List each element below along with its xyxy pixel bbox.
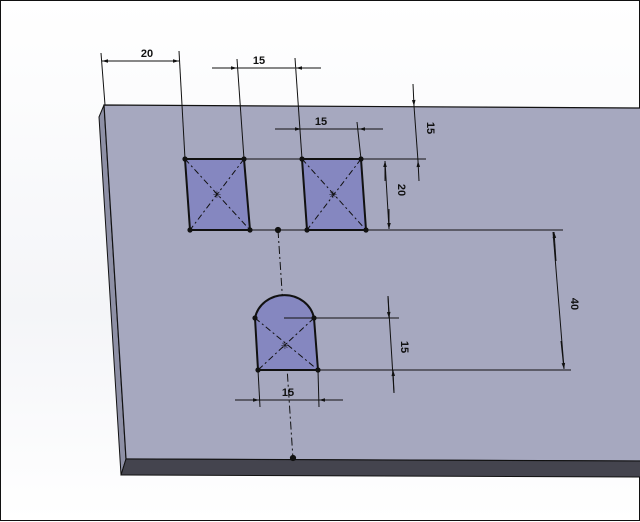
svg-text:15: 15 (424, 122, 436, 134)
svg-text:15: 15 (253, 55, 265, 67)
plate (98, 104, 640, 478)
dimension-vertical-spacing[interactable]: 40 (552, 231, 580, 370)
slot-cutout[interactable]: ✳ (252, 294, 571, 373)
dimension-slot-height[interactable]: 15 (386, 295, 410, 394)
svg-text:15: 15 (315, 116, 327, 128)
svg-text:20: 20 (141, 48, 153, 60)
dimension-slot-width[interactable]: 15 (235, 369, 343, 408)
svg-text:20: 20 (395, 184, 407, 196)
dimension-square-width[interactable]: 15 (275, 116, 383, 160)
square-cutout-right[interactable]: ✳ (299, 156, 369, 233)
svg-text:40: 40 (568, 298, 580, 310)
center-mark-icon: ✳ (329, 190, 337, 201)
square-cutout-left[interactable]: ✳ (182, 156, 253, 233)
dimension-left-offset[interactable]: 20 (100, 48, 186, 160)
svg-text:15: 15 (282, 387, 294, 399)
dimension-top-offset[interactable]: 15 (411, 83, 436, 182)
svg-text:15: 15 (398, 341, 410, 353)
center-mark-icon: ✳ (213, 190, 221, 201)
dimension-square-gap[interactable]: 15 (212, 55, 321, 160)
center-mark-icon: ✳ (281, 341, 289, 352)
dimension-square-height[interactable]: 20 (383, 160, 407, 230)
